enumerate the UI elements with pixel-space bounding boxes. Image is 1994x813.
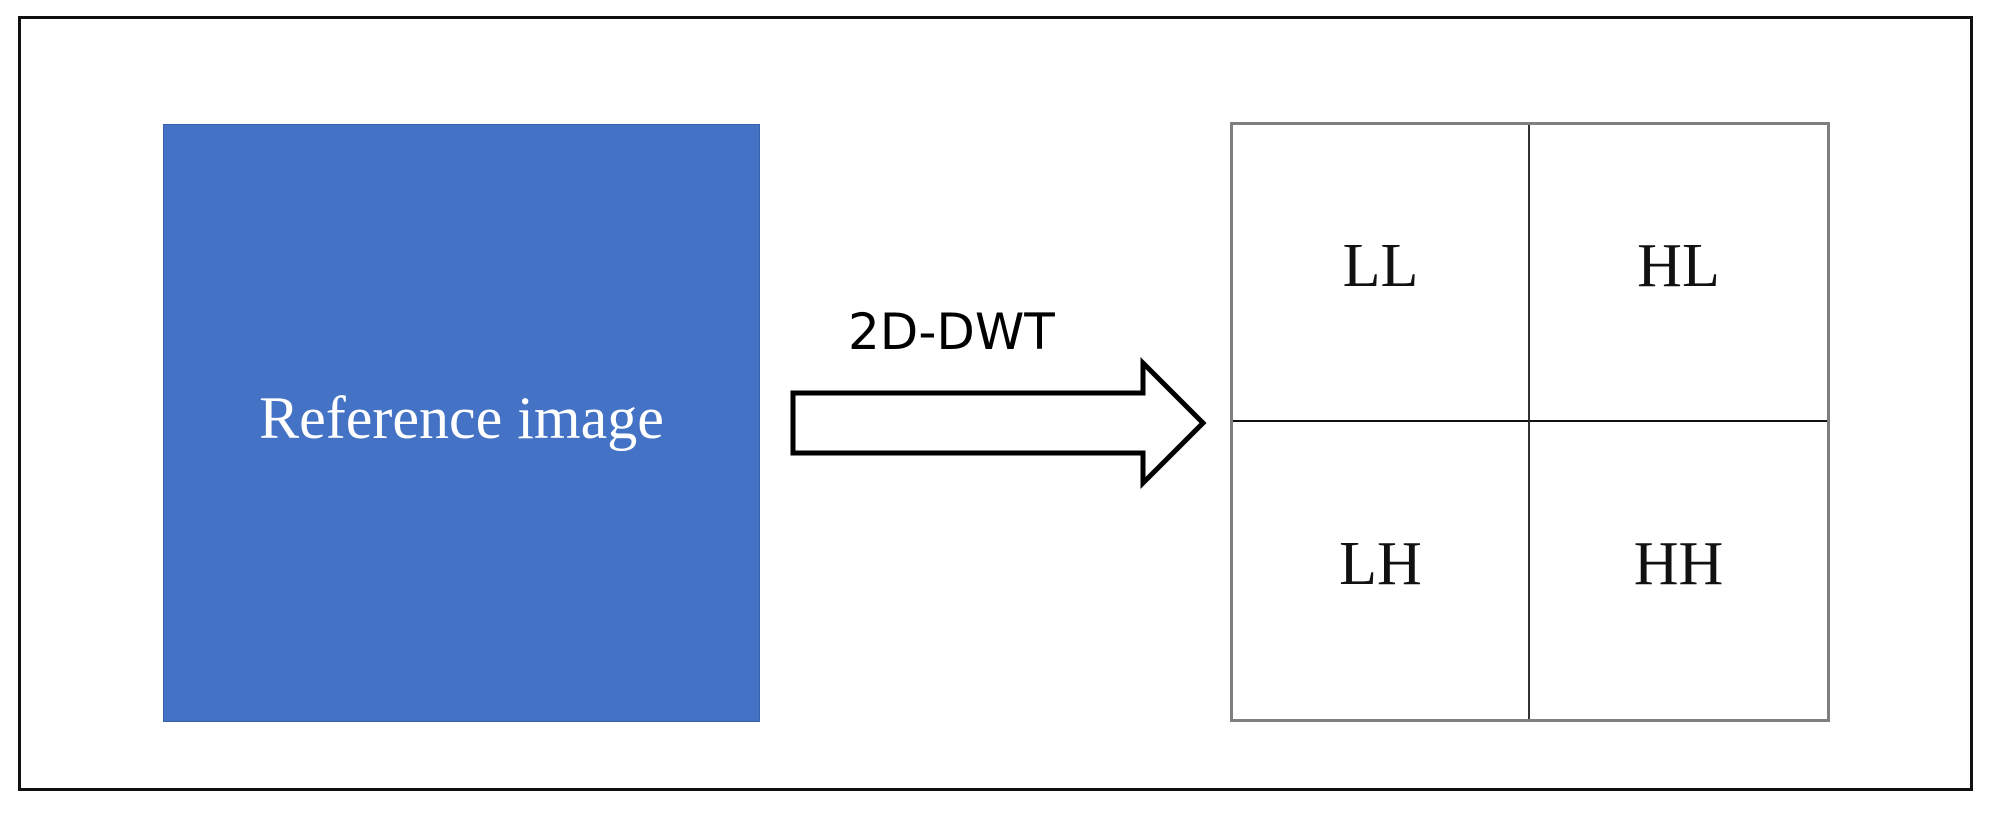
subband-lh: LH — [1233, 422, 1530, 719]
arrow-shape — [790, 356, 1207, 490]
reference-image-box: Reference image — [163, 124, 760, 722]
subband-hl-label: HL — [1637, 232, 1720, 300]
subband-hh: HH — [1530, 422, 1827, 719]
subband-hl: HL — [1530, 125, 1827, 422]
subband-ll: LL — [1233, 125, 1530, 422]
transform-arrow-icon — [790, 356, 1207, 490]
subband-hh-label: HH — [1633, 530, 1724, 598]
subband-ll-label: LL — [1342, 232, 1419, 300]
subband-lh-label: LH — [1339, 530, 1422, 598]
reference-image-label: Reference image — [259, 384, 664, 451]
transform-label: 2D-DWT — [848, 303, 1055, 361]
dwt-subband-grid: LL HL LH HH — [1230, 122, 1830, 722]
